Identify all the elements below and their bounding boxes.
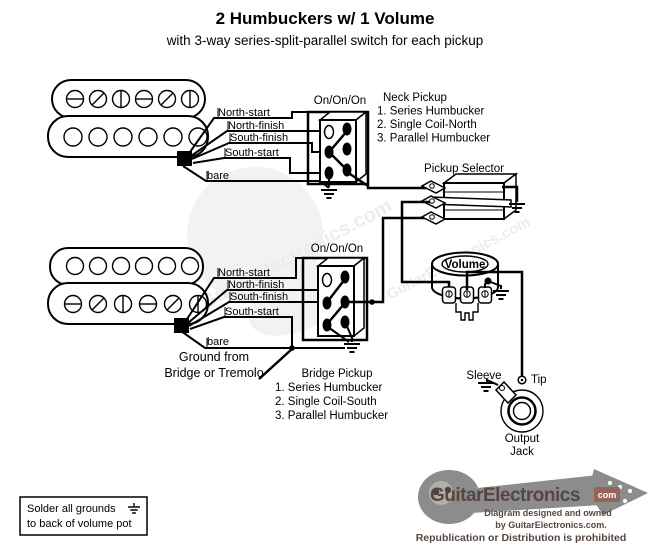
tremolo-ground-note: Ground from Bridge or Tremolo bbox=[164, 348, 293, 380]
logo-brand-text: GuitarElectronics bbox=[430, 485, 580, 506]
neck-info-item-1: 1. Series Humbucker bbox=[377, 106, 485, 118]
output-jack-label-line1: Output bbox=[505, 433, 540, 445]
bridge-switch-mode-label: On/On/On bbox=[311, 243, 363, 255]
pickup-selector: Pickup Selector bbox=[400, 163, 526, 290]
neck-wire-bundle: North-start North-finish South-finish So… bbox=[182, 107, 330, 189]
neck-info-title: Neck Pickup bbox=[383, 92, 447, 104]
bridge-switch-ground-symbol bbox=[343, 343, 361, 353]
pickup-selector-label: Pickup Selector bbox=[424, 163, 504, 175]
neck-switch: On/On/On bbox=[306, 95, 429, 199]
bridge-switch: On/On/On bbox=[301, 216, 429, 353]
bridge-pickup-screw-coil bbox=[63, 294, 208, 314]
bridge-switch-jumper bbox=[327, 303, 345, 324]
selector-lug bbox=[420, 180, 447, 194]
bridge-pickup-slug-coil bbox=[65, 256, 200, 276]
neck-pickup-screw-coil bbox=[65, 89, 200, 109]
bridge-pickup-info: Bridge Pickup 1. Series Humbucker 2. Sin… bbox=[275, 368, 388, 422]
solder-note-line2: to back of volume pot bbox=[27, 518, 132, 530]
page-subtitle: with 3-way series-split-parallel switch … bbox=[166, 33, 484, 48]
neck-wire-north-start bbox=[189, 111, 308, 153]
output-jack: Sleeve Tip Output Jack bbox=[466, 370, 546, 458]
neck-switch-terminal bbox=[342, 142, 352, 156]
neck-switch-jumper bbox=[329, 152, 347, 170]
volume-pot-lug bbox=[477, 286, 493, 304]
ground-note-line1: Ground from bbox=[179, 350, 249, 364]
neck-info-item-2: 2. Single Coil-North bbox=[377, 119, 477, 131]
logo-guitar-neck bbox=[468, 475, 601, 513]
bridge-info-item-1: 1. Series Humbucker bbox=[275, 382, 383, 394]
neck-wire-south-finish bbox=[191, 142, 325, 160]
solder-note-line1: Solder all grounds bbox=[27, 503, 116, 515]
logo-credit-line1: Diagram designed and owned bbox=[484, 508, 612, 518]
neck-wire-label-north-finish: North-finish bbox=[228, 120, 284, 132]
bridge-wire-label-north-finish: North-finish bbox=[228, 279, 284, 291]
neck-switch-output-wire bbox=[346, 170, 429, 190]
bridge-info-item-2: 2. Single Coil-South bbox=[275, 396, 377, 408]
selector-to-volume-wire bbox=[400, 200, 451, 290]
bridge-wire-label-south-start: South-start bbox=[225, 306, 279, 318]
logo-notice: Republication or Distribution is prohibi… bbox=[416, 532, 627, 544]
neck-wire-north-finish bbox=[190, 130, 325, 157]
jack-ground-symbol bbox=[477, 382, 495, 392]
bridge-wire-south-finish bbox=[188, 301, 323, 327]
page-title: 2 Humbuckers w/ 1 Volume bbox=[216, 9, 435, 28]
logo-com-tag bbox=[594, 487, 620, 502]
volume-pot-lug bbox=[441, 286, 457, 304]
bridge-wire-label-bare: bare bbox=[207, 336, 229, 348]
neck-pickup-info: Neck Pickup 1. Series Humbucker 2. Singl… bbox=[377, 92, 490, 145]
jack-sleeve-label: Sleeve bbox=[466, 370, 501, 382]
volume-pot-label: Volume bbox=[445, 259, 486, 271]
neck-wire-south-start bbox=[192, 157, 325, 174]
pot-back-solder-dot bbox=[484, 277, 492, 285]
bridge-pickup bbox=[47, 247, 209, 333]
neck-info-item-3: 3. Parallel Humbucker bbox=[377, 133, 490, 145]
output-junction-dot bbox=[369, 299, 375, 305]
ground-note-line2: Bridge or Tremolo bbox=[164, 366, 263, 380]
neck-switch-terminal bbox=[324, 166, 334, 180]
bridge-switch-jumper bbox=[327, 278, 346, 302]
bridge-pickup-cable-exit bbox=[174, 318, 189, 333]
volume-to-jack-wire bbox=[465, 270, 524, 376]
logo-brand-suffix: com bbox=[598, 490, 617, 500]
tremolo-ground-wire bbox=[258, 348, 293, 380]
bridge-switch-terminal bbox=[321, 272, 333, 288]
neck-pickup-cable-exit bbox=[177, 151, 192, 166]
bridge-info-title: Bridge Pickup bbox=[302, 368, 373, 380]
solder-note-box: Solder all grounds to back of volume pot bbox=[19, 496, 148, 536]
logo-credit-line2: by GuitarElectronics.com. bbox=[495, 520, 607, 530]
neck-pickup bbox=[47, 79, 209, 166]
selector-ground-wire bbox=[502, 185, 519, 202]
neck-pickup-slug-coil bbox=[63, 127, 208, 147]
neck-wire-label-north-start: North-start bbox=[218, 107, 270, 119]
jack-tip-label: Tip bbox=[531, 374, 547, 386]
neck-switch-jumper bbox=[329, 130, 348, 152]
bridge-wire-south-start bbox=[189, 316, 293, 347]
neck-wire-label-south-finish: South-finish bbox=[230, 132, 288, 144]
neck-switch-ground-symbol bbox=[320, 189, 338, 199]
neck-switch-terminal bbox=[323, 124, 335, 140]
neck-wire-label-south-start: South-start bbox=[225, 147, 279, 159]
selector-lug bbox=[420, 211, 447, 225]
bridge-switch-output-wire bbox=[348, 216, 429, 304]
neck-wire-label-bare: bare bbox=[207, 170, 229, 182]
bridge-wire-bundle: North-start North-finish South-finish So… bbox=[180, 257, 345, 351]
jack-sleeve-lug bbox=[494, 380, 518, 405]
brand-logo: GuitarElectronics com Diagram designed a… bbox=[416, 469, 648, 544]
output-jack-label-line2: Jack bbox=[510, 446, 534, 458]
bridge-wire-bare bbox=[180, 330, 345, 349]
bridge-wire-north-start bbox=[186, 257, 303, 320]
bridge-info-item-3: 3. Parallel Humbucker bbox=[275, 410, 388, 422]
bridge-wire-label-north-start: North-start bbox=[218, 267, 270, 279]
bridge-wire-label-south-finish: South-finish bbox=[230, 291, 288, 303]
neck-switch-mode-label: On/On/On bbox=[314, 95, 366, 107]
volume-pot: Volume bbox=[431, 251, 524, 376]
